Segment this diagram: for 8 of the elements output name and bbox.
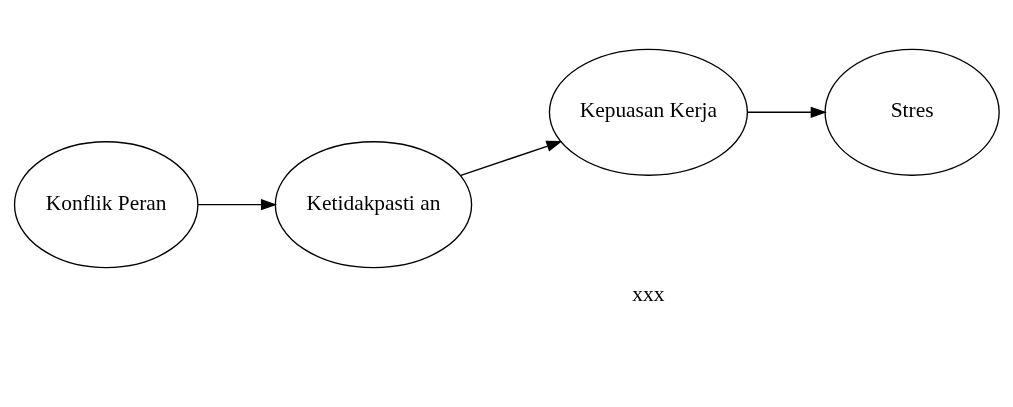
arrow (746, 106, 827, 118)
node-ellipse: Konflik Peran (13, 140, 199, 268)
label: xxx (631, 281, 664, 306)
arrow (459, 140, 562, 176)
node-ellipse: Stres (823, 48, 1000, 176)
node-ellipse: Kepuasan Kerja (548, 48, 748, 176)
node-ellipse: Ketidakpasti an (274, 140, 472, 268)
arrow (196, 198, 277, 210)
